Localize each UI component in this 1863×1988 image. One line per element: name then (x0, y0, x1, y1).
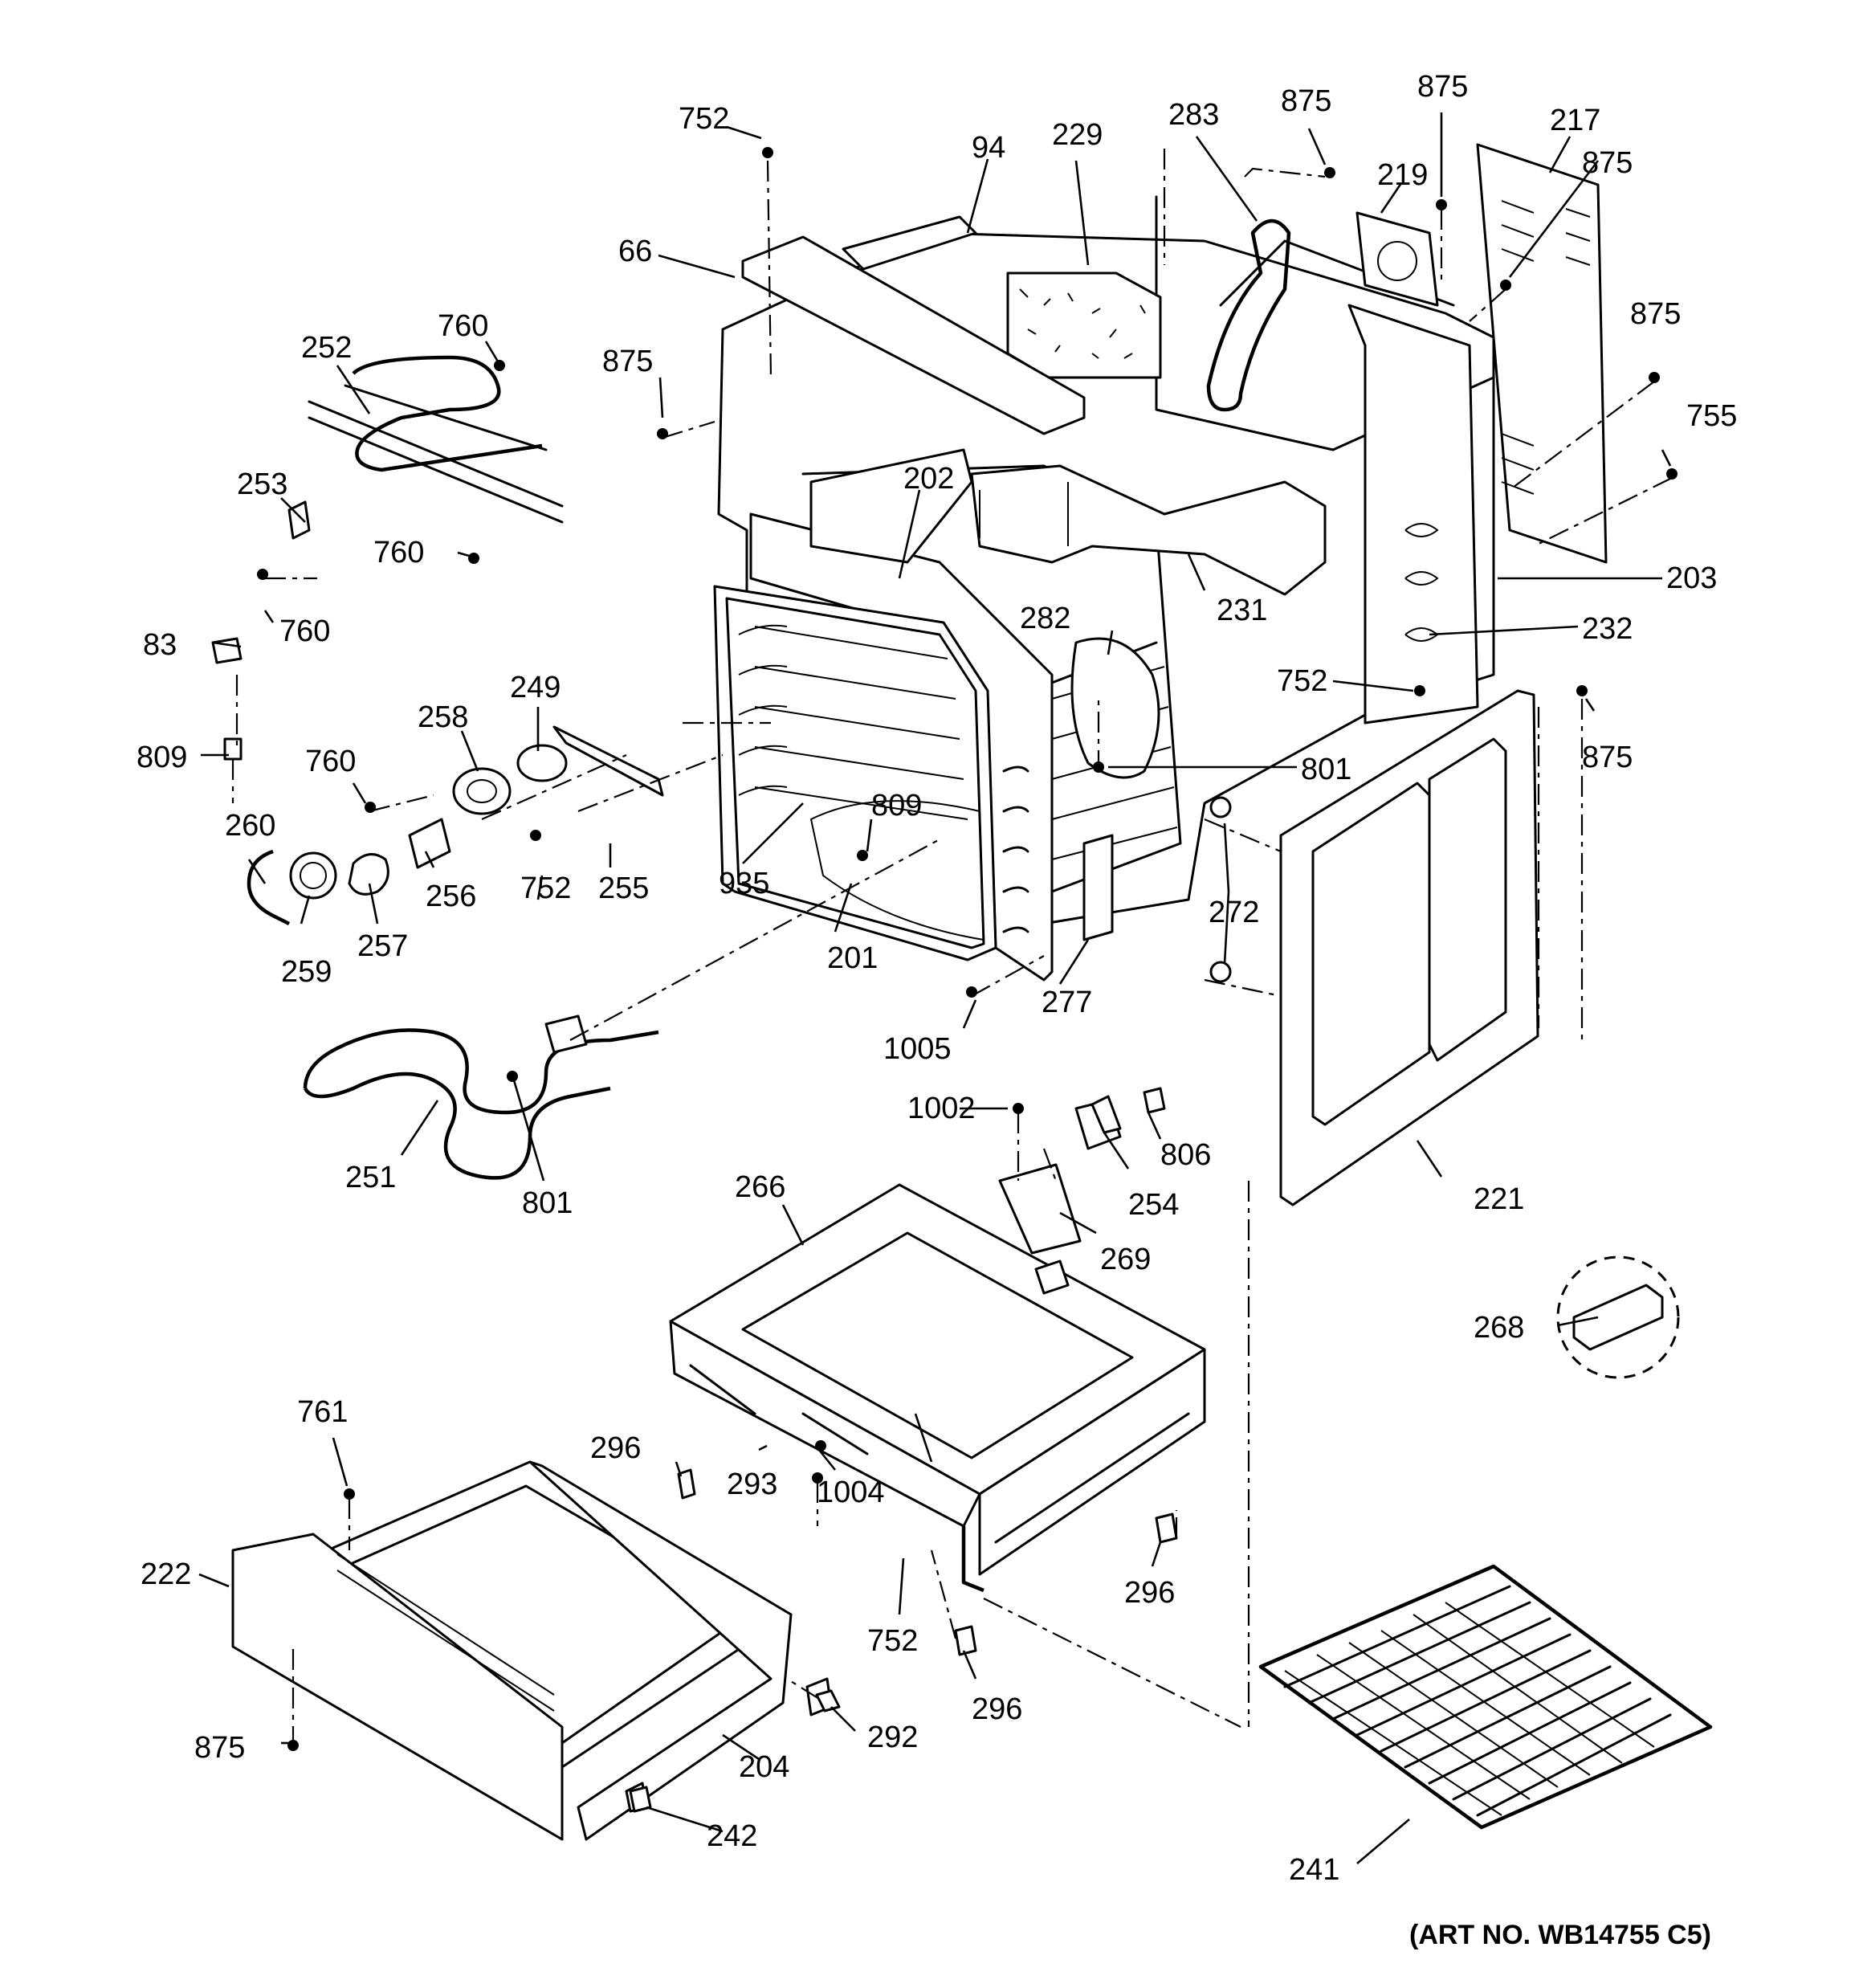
callout-801: 801 (522, 1186, 573, 1220)
callout-251: 251 (345, 1161, 396, 1194)
callout-296: 296 (590, 1431, 641, 1465)
callout-282: 282 (1020, 602, 1070, 635)
callout-266: 266 (735, 1170, 785, 1204)
callout-203: 203 (1666, 561, 1717, 595)
callout-293: 293 (727, 1468, 777, 1501)
callout-283: 283 (1168, 98, 1219, 132)
callout-1004: 1004 (817, 1476, 885, 1509)
callout-292: 292 (867, 1721, 918, 1754)
fasteners (211, 147, 1678, 1813)
callout-875: 875 (602, 345, 653, 378)
callout-222: 222 (141, 1557, 191, 1591)
bake-element (303, 1014, 659, 1180)
callout-760: 760 (305, 745, 356, 778)
callout-259: 259 (281, 955, 332, 989)
callout-94: 94 (972, 131, 1005, 165)
callout-296: 296 (1124, 1576, 1175, 1610)
inset-detail-268 (1556, 1255, 1680, 1379)
callout-258: 258 (418, 700, 468, 734)
side-panel (1279, 689, 1539, 1206)
callout-875: 875 (1582, 146, 1633, 180)
callout-252: 252 (301, 331, 352, 365)
callout-875: 875 (1630, 297, 1681, 331)
callout-809: 809 (137, 741, 187, 774)
callout-268: 268 (1474, 1311, 1524, 1345)
callout-296: 296 (972, 1692, 1022, 1726)
callout-260: 260 (225, 809, 275, 843)
callout-254: 254 (1128, 1188, 1179, 1222)
callout-66: 66 (618, 235, 652, 268)
callout-752: 752 (520, 872, 571, 905)
drawer-chassis (669, 1099, 1206, 1593)
callout-242: 242 (707, 1819, 757, 1853)
oven-rack (1258, 1564, 1713, 1830)
callout-204: 204 (739, 1750, 789, 1784)
callout-752: 752 (679, 102, 729, 136)
broil-element (287, 355, 564, 540)
callout-249: 249 (510, 671, 561, 704)
callout-241: 241 (1289, 1853, 1339, 1887)
callout-752: 752 (1277, 664, 1327, 698)
leader-lines (198, 112, 1672, 1864)
callout-809: 809 (871, 789, 922, 823)
callout-760: 760 (438, 309, 488, 343)
callout-277: 277 (1042, 986, 1092, 1019)
callout-202: 202 (903, 462, 954, 496)
callout-761: 761 (297, 1395, 348, 1429)
oven-light-assembly (247, 725, 664, 926)
callout-760: 760 (279, 614, 330, 648)
callout-labels: 752 94 229 283 875 875 217 875 219 66 76… (137, 70, 1737, 1887)
callout-1002: 1002 (907, 1092, 976, 1125)
callout-232: 232 (1582, 612, 1633, 646)
callout-256: 256 (426, 880, 476, 913)
range-body (713, 143, 1608, 983)
callout-875: 875 (1417, 70, 1468, 104)
alignment-lines (231, 149, 1673, 1747)
callout-255: 255 (598, 872, 649, 905)
callout-875: 875 (194, 1731, 245, 1765)
callout-755: 755 (1686, 399, 1737, 433)
callout-219: 219 (1377, 158, 1428, 192)
callout-257: 257 (357, 929, 408, 963)
callout-217: 217 (1550, 104, 1600, 137)
callout-760: 760 (373, 536, 424, 569)
callout-801: 801 (1301, 753, 1351, 786)
callout-935: 935 (719, 867, 769, 900)
callout-806: 806 (1160, 1138, 1211, 1172)
callout-229: 229 (1052, 118, 1103, 152)
callout-752: 752 (867, 1624, 918, 1658)
callout-272: 272 (1209, 896, 1259, 929)
art-number: (ART NO. WB14755 C5) (1409, 1920, 1711, 1950)
callout-875: 875 (1281, 84, 1331, 118)
callout-83: 83 (143, 628, 177, 662)
callout-231: 231 (1217, 594, 1267, 627)
callout-269: 269 (1100, 1243, 1151, 1276)
callout-1005: 1005 (883, 1032, 952, 1066)
callout-875: 875 (1582, 741, 1633, 774)
callout-201: 201 (827, 941, 878, 975)
callout-253: 253 (237, 467, 287, 501)
callout-221: 221 (1474, 1182, 1524, 1216)
